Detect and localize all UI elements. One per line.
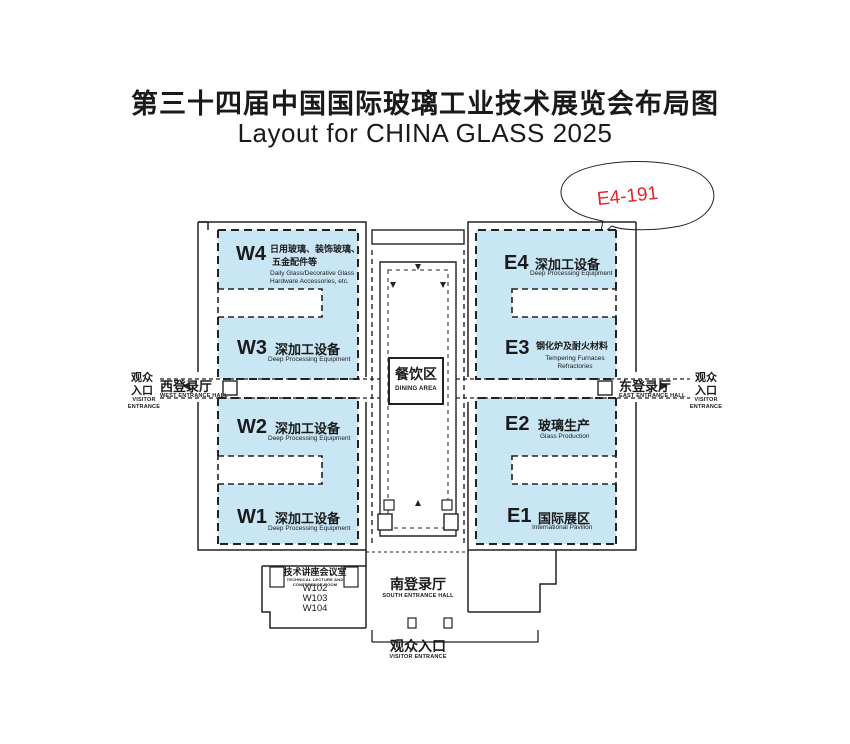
south-entrance-hall-label-en: SOUTH ENTRANCE HALL [382, 593, 454, 599]
hall-w2-category-en: Deep Processing Equipment [268, 435, 351, 442]
east-connector [456, 378, 690, 399]
hall-w3-category-en: Deep Processing Equipment [268, 356, 351, 363]
hall-e2-code: E2 [505, 413, 530, 435]
conference-room-w102: W102 [302, 583, 328, 594]
hall-e3-category: 钢化炉及耐火材料 [536, 342, 609, 352]
conference-room-label: 技术讲座会议室 [283, 568, 347, 578]
west-entrance-hall-label-en: WEST ENTRANCE HALL [160, 393, 228, 399]
hall-e1-category: 国际展区 [538, 512, 591, 527]
visitor-entrance-west-label-line2: 入口 [131, 384, 153, 397]
hall-e1-category-en: International Pavilion [532, 524, 593, 531]
west-hall-block [197, 221, 367, 551]
west-connector [160, 378, 380, 399]
visitor-entrance-west-label-line1: 观众 [131, 371, 153, 384]
visitor-entrance-south-label: 观众入口 [390, 639, 446, 655]
hall-e2-category: 玻璃生产 [538, 419, 591, 434]
hall-w4-category-line1: 日用玻璃、装饰玻璃、 [270, 245, 361, 255]
hall-w4-category-en-line2: Hardware Accessories, etc. [270, 278, 349, 285]
hall-w1-code: W1 [237, 506, 267, 528]
central-corridor [371, 229, 465, 545]
hall-w3-code: W3 [237, 337, 267, 359]
visitor-entrance-east-label-line1: 观众 [695, 371, 717, 384]
hall-e3-code: E3 [505, 337, 530, 359]
hall-w4-code: W4 [236, 243, 266, 265]
conference-room-w103: W103 [302, 593, 328, 604]
east-entrance-hall-label-en: EAST ENTRANCE HALL [619, 393, 686, 399]
conference-room-w104: W104 [302, 603, 328, 614]
east-entrance-hall-label: 东登录厅 [619, 380, 672, 395]
hall-w3-category: 深加工设备 [275, 343, 341, 358]
west-arrow [182, 382, 190, 390]
hall-e4-category: 深加工设备 [535, 258, 601, 273]
booth-callout-bubble [560, 161, 715, 238]
hall-w2-category: 深加工设备 [275, 422, 341, 437]
hall-e4-category-en: Deep Processing Equipment [530, 270, 613, 277]
visitor-entrance-east-label-line2: 入口 [695, 384, 717, 397]
south-entrance-hall-label: 南登录厅 [390, 577, 446, 593]
hall-e3-category-en-line2: Refractories [557, 363, 593, 370]
visitor-entrance-west-en-line1: VISITOR [132, 397, 156, 403]
hall-w1-category: 深加工设备 [275, 512, 341, 527]
hall-e1-code: E1 [507, 505, 532, 527]
hall-e2-category-en: Glass Production [540, 433, 590, 440]
east-hall-block [467, 221, 637, 551]
west-entrance-hall-label: 西登录厅 [160, 380, 213, 395]
visitor-entrance-south-label-en: VISITOR ENTRANCE [389, 654, 447, 660]
conference-room-label-en: TECHNICAL LECTURE AND CONFERENCE ROOM [286, 577, 344, 587]
dining-area-label: 餐饮区 [395, 367, 437, 383]
visitor-entrance-east-en-line1: VISITOR [694, 397, 718, 403]
east-arrow [660, 382, 668, 390]
visitor-entrance-east-en-line2: ENTRANCE [689, 404, 723, 410]
hall-w1-category-en: Deep Processing Equipment [268, 525, 351, 532]
visitor-entrance-west-en-line2: ENTRANCE [127, 404, 161, 410]
hall-e3-category-en-line1: Tempering Furnaces [545, 355, 605, 362]
dining-area-label-en: DINING AREA [395, 386, 437, 392]
hall-w2-code: W2 [237, 416, 267, 438]
south-entrance-hall [261, 550, 557, 643]
hall-w4-category-en-line1: Daily Glass/Decorative Glass [270, 270, 355, 277]
hall-w4-category-line2: 五金配件等 [272, 258, 318, 268]
hall-e4-code: E4 [504, 252, 529, 274]
map-title-english: Layout for CHINA GLASS 2025 [237, 118, 613, 148]
map-title-chinese: 第三十四届中国国际玻璃工业技术展览会布局图 [131, 89, 719, 120]
